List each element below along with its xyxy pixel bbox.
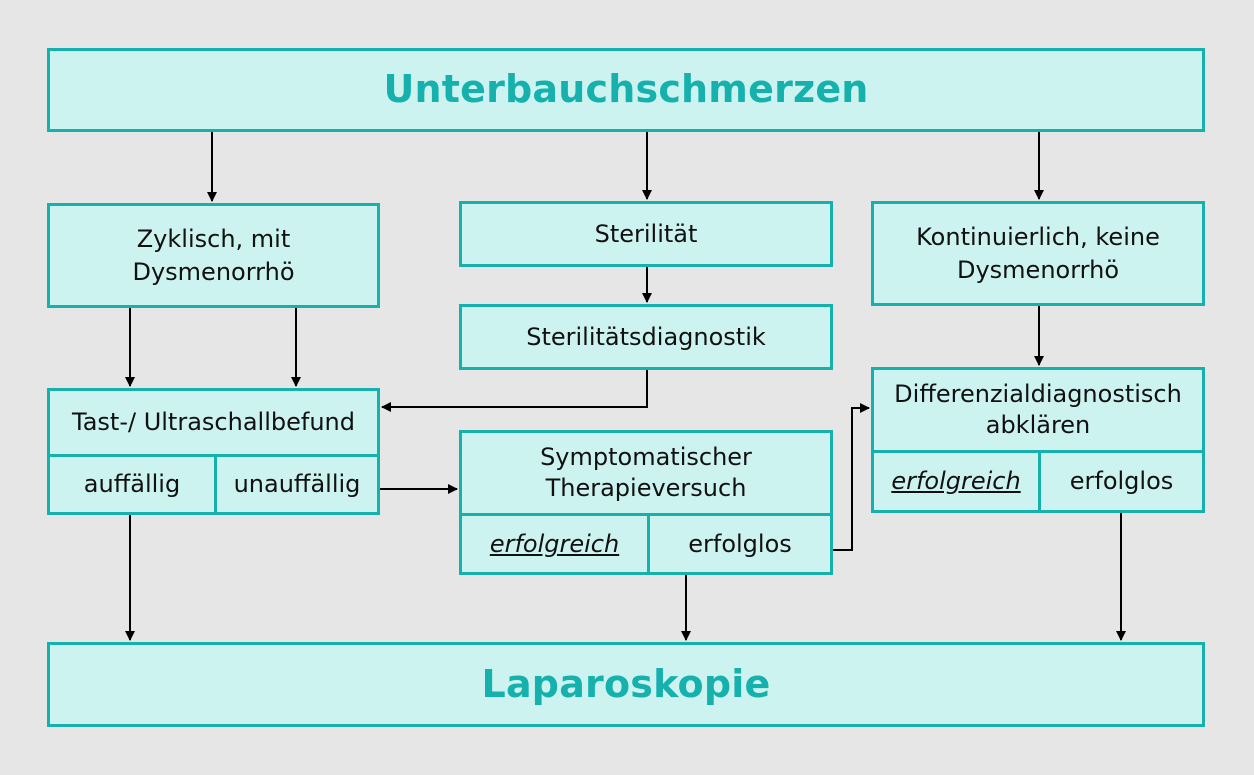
box-differenzial: Differenzialdiagnostisch abklären erfolg… <box>871 367 1205 513</box>
box-zyklisch: Zyklisch, mit Dysmenorrhö <box>47 203 380 308</box>
cell-therapie-erfolgreich: erfolgreich <box>462 516 647 572</box>
box-kontinuierlich: Kontinuierlich, keine Dysmenorrhö <box>871 201 1205 306</box>
box-sterilitaet: Sterilität <box>459 201 833 267</box>
arrow-diag-to-tast <box>381 370 648 412</box>
bottom-title: Laparoskopie <box>481 661 771 706</box>
sterilitaet-label: Sterilität <box>594 219 698 248</box>
arrow-therapie-erfolglos-to-diff <box>833 403 870 551</box>
box-sterilitaetsdiagnostik: Sterilitätsdiagnostik <box>459 304 833 370</box>
box-therapieversuch: Symptomatischer Therapieversuch erfolgre… <box>459 430 833 575</box>
cell-diff-erfolglos: erfolglos <box>1041 453 1202 510</box>
diff-erfolglos-label: erfolglos <box>1069 467 1174 496</box>
therapie-erfolglos-label: erfolglos <box>688 529 792 558</box>
tastbefund-divider <box>50 454 377 457</box>
box-unterbauchschmerzen: Unterbauchschmerzen <box>47 48 1205 132</box>
differenzial-header: Differenzialdiagnostisch abklären <box>874 370 1202 450</box>
therapieversuch-label: Symptomatischer Therapieversuch <box>540 442 752 502</box>
auffaellig-label: auffällig <box>83 470 181 499</box>
kontinuierlich-label: Kontinuierlich, keine Dysmenorrhö <box>916 223 1160 284</box>
sterilitaetsdiagnostik-label: Sterilitätsdiagnostik <box>526 322 766 351</box>
therapieversuch-header: Symptomatischer Therapieversuch <box>462 433 830 513</box>
cell-unauffaellig: unauffällig <box>217 457 377 512</box>
tastbefund-header: Tast-/ Ultraschallbefund <box>50 391 377 454</box>
therapieversuch-divider <box>462 513 830 516</box>
therapie-erfolgreich-label: erfolgreich <box>489 529 620 558</box>
zyklisch-label: Zyklisch, mit Dysmenorrhö <box>132 225 295 286</box>
unauffaellig-label: unauffällig <box>233 470 361 499</box>
differenzial-split <box>1038 450 1041 510</box>
diff-erfolgreich-label: erfolgreich <box>891 467 1021 496</box>
box-laparoskopie: Laparoskopie <box>47 642 1205 727</box>
cell-therapie-erfolglos: erfolglos <box>650 516 830 572</box>
box-tastbefund: Tast-/ Ultraschallbefund auffällig unauf… <box>47 388 380 515</box>
cell-diff-erfolgreich: erfolgreich <box>874 453 1038 510</box>
tastbefund-label: Tast-/ Ultraschallbefund <box>72 408 355 437</box>
cell-auffaellig: auffällig <box>50 457 214 512</box>
differenzial-label: Differenzialdiagnostisch abklären <box>894 379 1182 439</box>
tastbefund-split <box>214 454 217 512</box>
therapieversuch-split <box>647 513 650 572</box>
top-title: Unterbauchschmerzen <box>383 67 869 112</box>
